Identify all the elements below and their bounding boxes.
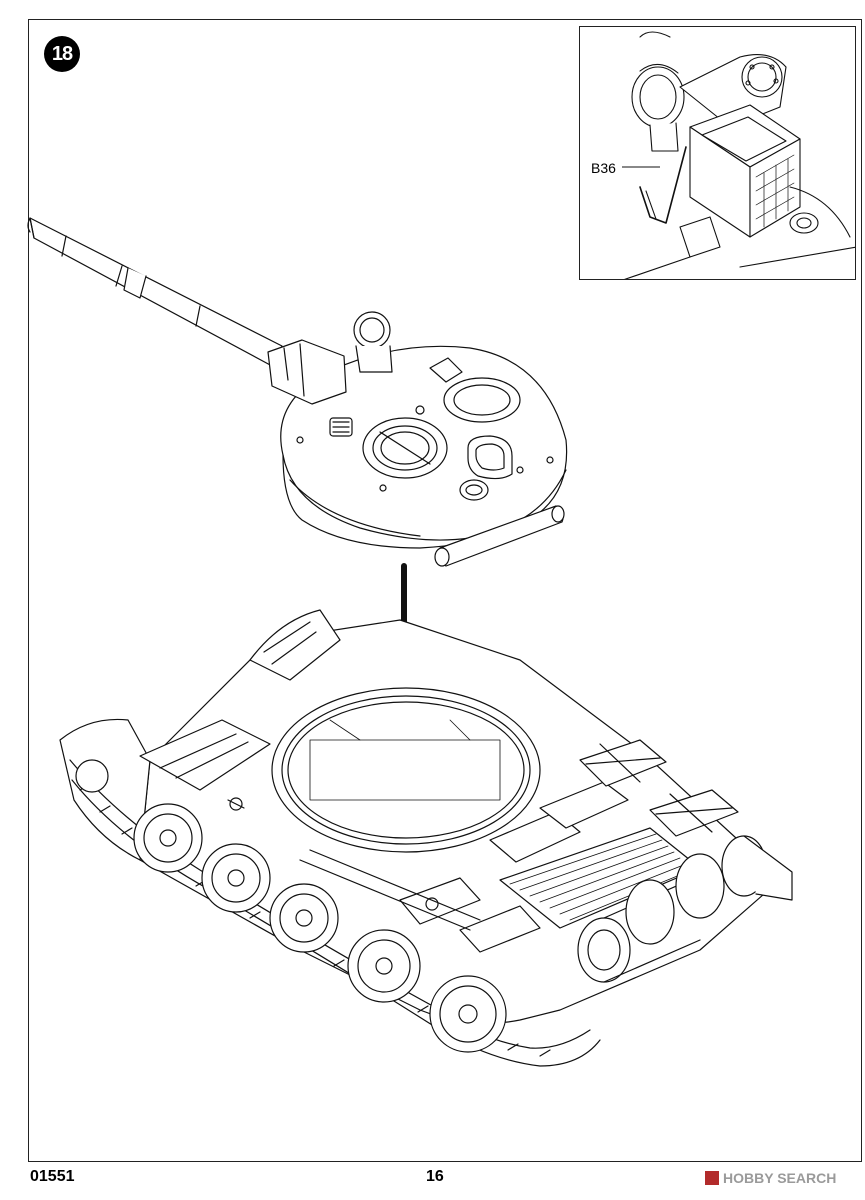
page-frame bbox=[28, 19, 862, 1162]
detail-illustration bbox=[622, 31, 855, 279]
step-number-badge: 18 bbox=[44, 36, 80, 72]
gun-barrel bbox=[27, 217, 283, 367]
part-callout-label: B36 bbox=[591, 160, 616, 176]
watermark-text: HOBBY SEARCH bbox=[723, 1170, 837, 1186]
page-number: 16 bbox=[426, 1168, 444, 1185]
hull bbox=[59, 609, 793, 1067]
detail-inset-box bbox=[579, 26, 856, 280]
turret bbox=[267, 311, 568, 567]
watermark-logo-icon bbox=[705, 1171, 719, 1185]
watermark: HOBBY SEARCH bbox=[705, 1170, 836, 1186]
product-code: 01551 bbox=[30, 1168, 75, 1185]
